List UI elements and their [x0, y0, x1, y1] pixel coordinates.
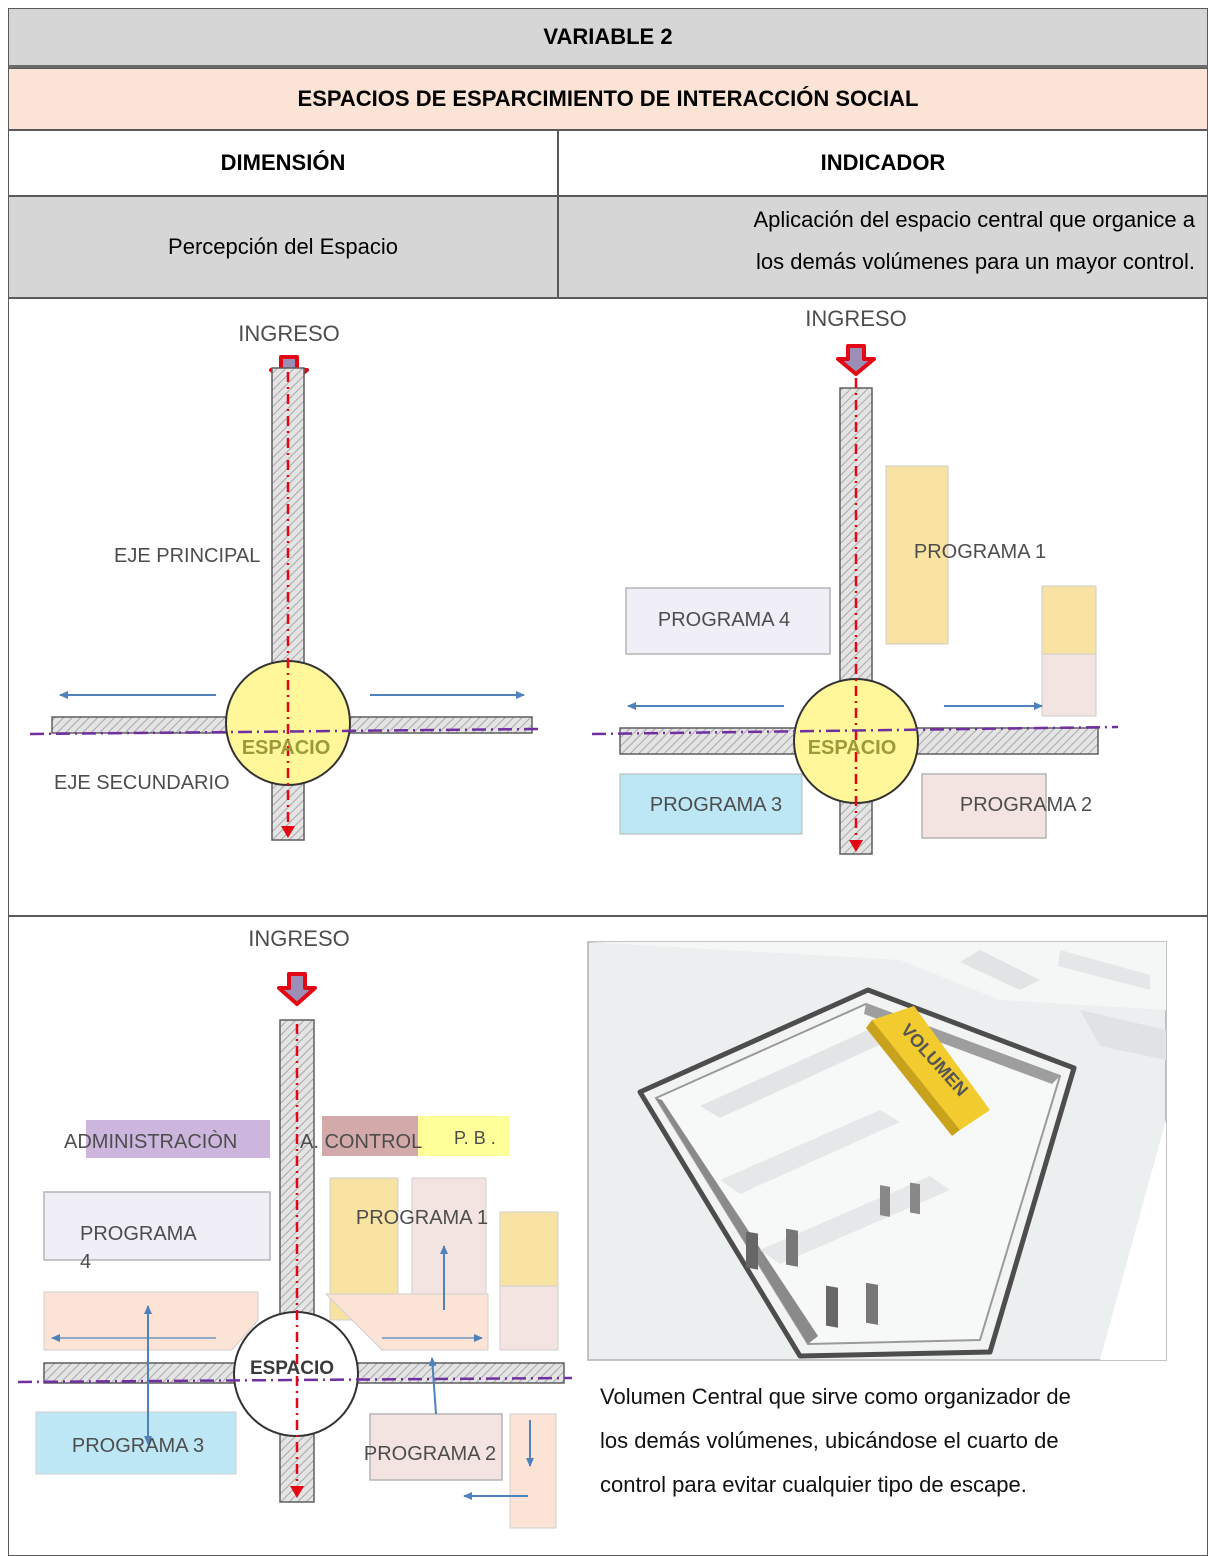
- d3-programa-3-block: [35, 1411, 237, 1475]
- d3-programa-2b-block: [509, 1413, 557, 1529]
- d3-programa-4-block: [43, 1191, 271, 1261]
- d2-ingreso-label: INGRESO: [805, 306, 906, 331]
- d1-espacio-label: ESPACIO: [242, 737, 331, 759]
- d3-programa-2-label: PROGRAMA 2: [364, 1443, 496, 1465]
- d2-programa-3-block: [619, 773, 803, 835]
- d2-programa-1-label: PROGRAMA 1: [914, 541, 1046, 563]
- render-caption: Volumen Central que sirve como organizad…: [600, 1375, 1170, 1507]
- indicator-column-header: INDICADOR: [558, 130, 1208, 196]
- variable-title: VARIABLE 2: [543, 24, 673, 49]
- d1-eje-principal-label: EJE PRINCIPAL: [114, 545, 260, 567]
- d2-programa-4-block: [625, 587, 831, 655]
- diagram-programs: INGRESO PROGRAMA 1 PROGRAMA 4 PROGRAMA 3…: [591, 306, 1119, 855]
- d3-entry-arrow-icon: [277, 972, 317, 1006]
- d2-espacio-label: ESPACIO: [808, 737, 897, 759]
- d3-espacio-label: ESPACIO: [250, 1358, 334, 1379]
- d3-control-block: [322, 1116, 418, 1156]
- d3-pb-block: [418, 1116, 510, 1156]
- indicator-line-1: Aplicación del espacio central que organ…: [753, 207, 1195, 232]
- d2-programa-2-block: [921, 773, 1047, 839]
- dimension-column-header: DIMENSIÓN: [8, 130, 558, 196]
- diagram-basic-axes: INGRESO EJE PRINCIPAL EJE SECUNDARIO ESP…: [29, 321, 541, 841]
- d3-programa-1c-block: [499, 1211, 559, 1287]
- d3-control-label: A. CONTROL: [300, 1131, 422, 1153]
- d1-ingreso-label: INGRESO: [238, 321, 339, 346]
- d2-programa-1c-block: [1041, 653, 1097, 717]
- d3-secondary-axis-line: [17, 1376, 573, 1384]
- section-title: ESPACIOS DE ESPARCIMIENTO DE INTERACCIÓN…: [8, 68, 1208, 130]
- d1-main-axis-arrowhead: [281, 826, 295, 838]
- d3-arrow-up-programa2: [428, 1357, 437, 1415]
- d3-pb-label: P. B .: [454, 1128, 496, 1148]
- d3-plaza-right-block: [324, 1293, 489, 1351]
- dimension-value-text: Percepción del Espacio: [168, 234, 398, 259]
- variable-header: VARIABLE 2: [8, 8, 1208, 68]
- d3-programa-1d-block: [499, 1285, 559, 1351]
- d2-programa-1b-block: [1041, 585, 1097, 655]
- d1-eje-secundario-label: EJE SECUNDARIO: [54, 772, 230, 794]
- d3-main-axis-arrowhead: [290, 1486, 304, 1498]
- indicator-value: Aplicación del espacio central que organ…: [558, 196, 1208, 298]
- indicator-line-2: los demás volúmenes para un mayor contro…: [756, 249, 1195, 274]
- caption-line-1: Volumen Central que sirve como organizad…: [600, 1384, 1071, 1409]
- dimension-header-text: DIMENSIÓN: [220, 150, 346, 175]
- dimension-value: Percepción del Espacio: [8, 196, 558, 298]
- caption-line-3: control para evitar cualquier tipo de es…: [600, 1472, 1027, 1497]
- d1-espacio-circle: [225, 660, 351, 786]
- d2-secondary-axis-line: [591, 725, 1119, 736]
- d3-programa-4-label-line1: PROGRAMA: [80, 1223, 197, 1245]
- d2-main-axis-arrowhead: [849, 840, 863, 852]
- section-title-text: ESPACIOS DE ESPARCIMIENTO DE INTERACCIÓN…: [297, 86, 919, 111]
- caption-line-2: los demás volúmenes, ubicándose el cuart…: [600, 1428, 1059, 1453]
- d3-plaza-left-block: [43, 1291, 259, 1351]
- d3-programa-3-label: PROGRAMA 3: [72, 1435, 204, 1457]
- volumen-render-image: VOLUMEN: [587, 941, 1167, 1361]
- d2-programa-4-label: PROGRAMA 4: [658, 609, 790, 631]
- d3-programa-4-label-line2: 4: [80, 1251, 91, 1273]
- diagram-detailed-layout: INGRESO A: [17, 926, 573, 1529]
- d2-programa-2-label: PROGRAMA 2: [960, 794, 1092, 816]
- d3-administracion-block: [86, 1120, 270, 1158]
- d2-programa-3-label: PROGRAMA 3: [650, 794, 782, 816]
- indicator-header-text: INDICADOR: [820, 150, 946, 175]
- d2-entry-arrow-icon: [836, 344, 876, 376]
- d3-administracion-label: ADMINISTRACIÒN: [64, 1130, 237, 1153]
- d3-programa-1-label: PROGRAMA 1: [356, 1207, 488, 1229]
- d1-secondary-axis-line: [29, 727, 541, 736]
- d2-programa-1-block: [885, 465, 949, 645]
- d3-ingreso-label: INGRESO: [248, 926, 349, 951]
- volumen-highlight-block: [872, 1006, 990, 1130]
